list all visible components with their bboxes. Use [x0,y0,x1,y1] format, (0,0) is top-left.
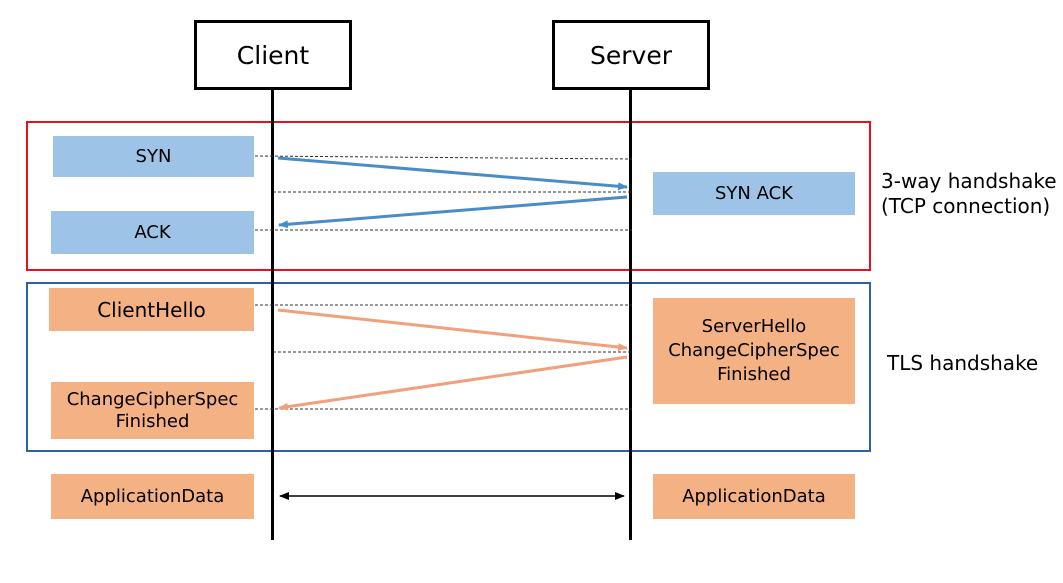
syn-arrow [277,156,628,191]
server-label: Server [590,40,672,70]
appdata-client-box: ApplicationData [51,474,254,519]
clienthello-arrow [277,308,628,352]
serverhello-box: ServerHello ChangeCipherSpec Finished [653,298,855,404]
server-actor: Server [552,20,710,90]
dashed-guides [254,155,633,410]
clienthello-label: ClientHello [97,297,206,322]
synack-label: SYN ACK [715,182,793,204]
synack-box: SYN ACK [653,172,855,215]
tls-group-label: TLS handshake [887,351,1039,375]
syn-box: SYN [53,136,254,177]
client-finished-box: ChangeCipherSpec Finished [51,382,254,439]
clienthello-box: ClientHello [49,288,254,331]
appdata-client-label: ApplicationData [80,485,225,507]
client-actor: Client [194,20,352,90]
serverhello-arrow [278,355,628,411]
tcp-group-label: 3-way handshake (TCP connection) [881,169,1057,218]
tcp-handshake-frame [26,121,871,271]
appdata-server-box: ApplicationData [653,474,855,519]
tls-handshake-frame [26,282,871,452]
serverhello-label: ServerHello ChangeCipherSpec Finished [668,316,840,385]
client-lifeline [271,88,274,540]
syn-label: SYN [135,145,172,167]
client-label: Client [236,40,310,70]
ack-box: ACK [51,211,254,254]
server-lifeline [629,88,632,540]
synack-return-arrow [278,195,628,229]
client-finished-label: ChangeCipherSpec Finished [66,388,239,432]
appdata-server-label: ApplicationData [682,485,826,507]
ack-label: ACK [134,221,171,243]
